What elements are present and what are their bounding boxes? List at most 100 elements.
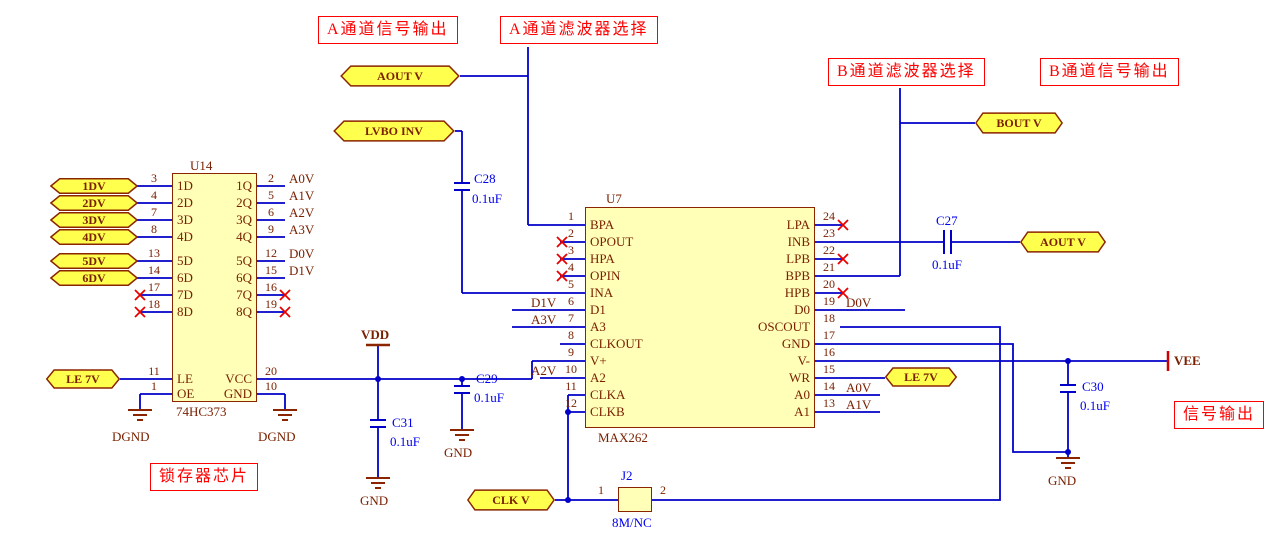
vdd-label: VDD [361,327,390,342]
net-flag[interactable]: 3DV [50,212,138,228]
nc-u14-8q [279,306,291,318]
pin-number: 14 [148,263,160,277]
net-flag-label: 6DV [82,270,106,285]
capacitor-symbols[interactable] [370,182,1076,428]
nc-u7-lpa [837,219,849,231]
pin-name: HPA [590,251,615,266]
net-flag-shape [50,270,138,286]
net-flag-label: 2DV [82,195,106,210]
pin-number: 16 [823,345,835,359]
pin-number: 3 [151,171,157,185]
pin-number: 3 [568,243,574,257]
net-flag[interactable]: 1DV [50,178,138,194]
net-label: A3V [531,312,557,327]
pin-name: WR [789,370,810,385]
nc-u14-7q [279,289,291,301]
dgnd-symbol-right [273,409,297,421]
gnd-label-c30: GND [1048,473,1077,488]
pin-name: BPA [590,217,615,232]
net-flag[interactable]: 5DV [50,253,138,269]
pin-name: 2D [177,195,193,210]
pin-number: 8 [568,328,574,342]
pin-number: 5 [268,188,274,202]
net-flag[interactable]: 6DV [50,270,138,286]
annotation-signal-output: 信号输出 [1174,401,1265,429]
gnd-symbol-c29 [450,429,474,441]
pin-name: 2Q [236,195,252,210]
net-label: A1V [289,188,315,203]
capacitor-c30-symbol [1060,384,1076,393]
pin-name: 6Q [236,270,252,285]
pin-name: 5D [177,253,193,268]
net-flag-label: CLK V [492,492,530,507]
pin-number: 13 [823,396,835,410]
wire-u14-left-leads [120,185,172,410]
u14-chip-body[interactable] [172,173,257,402]
pin-name: INB [787,234,810,249]
pin-number: 4 [151,188,157,202]
pin-name: V+ [590,353,607,368]
u7-chip-body[interactable] [585,207,815,428]
pin-name: A1 [794,404,810,419]
pin-number: 9 [568,345,574,359]
pin-number: 18 [148,297,160,311]
net-label: A1V [846,397,872,412]
wire-u14-right-leads [257,185,378,410]
c30-designator: C30 [1082,379,1104,394]
flag-clk[interactable]: CLK V [467,489,555,511]
vee-label: VEE [1174,353,1201,368]
net-flag[interactable]: 4DV [50,229,138,245]
junction-dots [375,358,1071,503]
net-flag-shape [50,229,138,245]
capacitor-c28-symbol [454,182,470,191]
pin-number: 9 [268,222,274,236]
pin-number: 20 [823,277,835,291]
pin-name: CLKB [590,404,625,419]
flag-bout[interactable]: BOUT V [975,112,1063,134]
wire-lvbo-c28-ina [455,130,585,294]
pin-number: 19 [265,297,277,311]
wire-u7-right-leads [815,224,1168,453]
net-flag-shape [50,212,138,228]
pin-name: OE [177,386,195,401]
pin-number: 11 [148,364,160,378]
nc-u7-opout [556,236,568,248]
wire-bout [899,88,975,276]
flag-le7v-right[interactable]: LE 7V [885,367,957,387]
net-flag[interactable]: 2DV [50,195,138,211]
flag-lvbo-inv[interactable]: LVBO INV [333,120,455,142]
net-flag-label: 5DV [82,253,106,268]
j2-designator: J2 [621,468,633,483]
pin-name: A2 [590,370,606,385]
net-flag-label: LE 7V [904,369,938,384]
ground-symbols [128,409,1080,489]
net-flag-label: AOUT V [1040,234,1086,249]
capacitor-c29-symbol [454,385,470,394]
dgnd-label-right: DGND [258,429,296,444]
flag-aout-right[interactable]: AOUT V [1020,231,1106,253]
pin-number: 1 [568,209,574,223]
pin-number: 24 [823,209,835,223]
flag-aout-top[interactable]: AOUT V [340,65,460,87]
wire-u7-left-leads [512,241,585,500]
nc-u7-lpb [837,253,849,265]
pin-name: OSCOUT [757,319,810,334]
c28-designator: C28 [474,171,496,186]
net-flag-shape [975,112,1063,134]
j2-pin2-number: 2 [660,483,666,497]
pin-name: GND [223,386,252,401]
net-flag-shape [46,369,120,389]
pin-number: 16 [265,280,277,294]
pin-number: 23 [823,226,835,240]
pin-number: 15 [265,263,277,277]
pin-number: 11 [565,379,577,393]
pin-name: CLKA [590,387,626,402]
pin-name: GND [781,336,810,351]
net-label: A2V [289,205,315,220]
crystal-j2-body[interactable] [618,487,652,512]
pin-name: CLKOUT [590,336,643,351]
flag-le7v-left[interactable]: LE 7V [46,369,120,389]
annotation-latch-chip: 锁存器芯片 [150,463,259,491]
pin-name: 4Q [236,229,252,244]
pin-number: 8 [151,222,157,236]
